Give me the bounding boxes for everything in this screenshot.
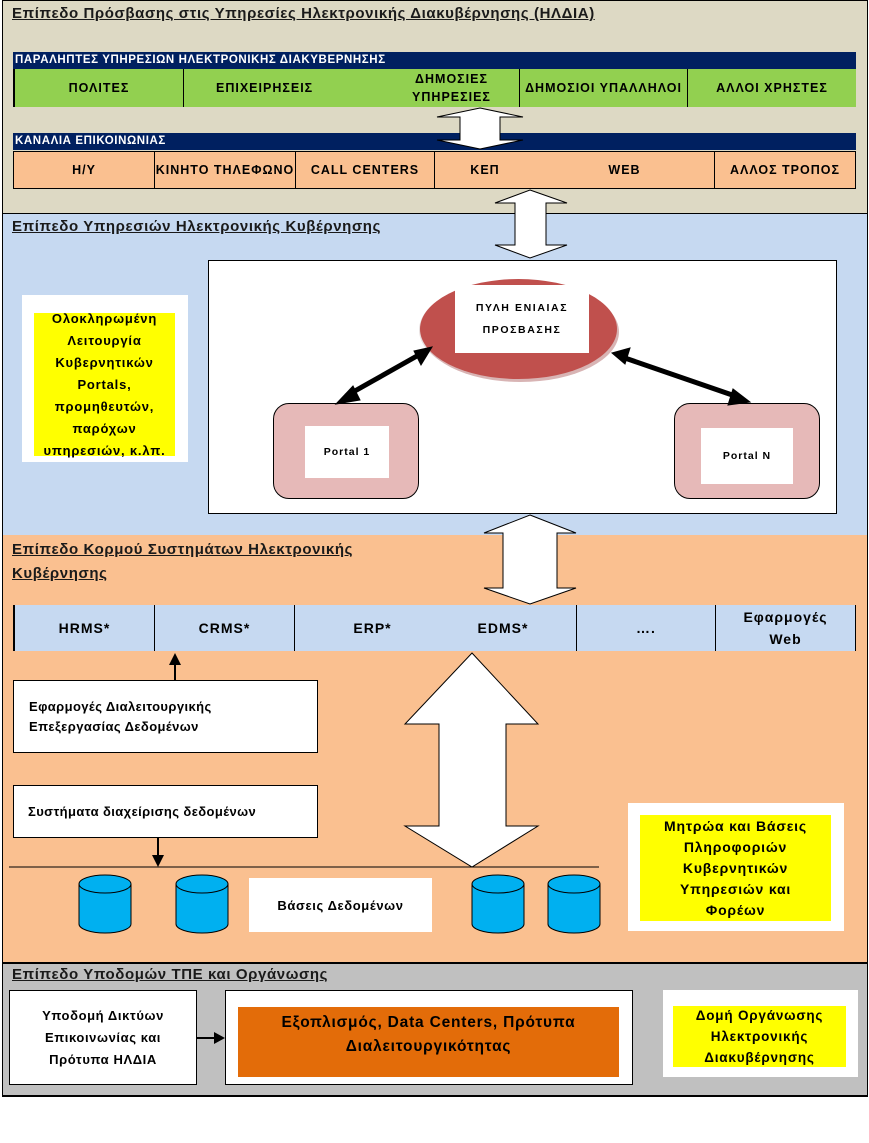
portal-1-box: Portal 1 (273, 403, 419, 499)
channel-call-centers: CALL CENTERS (296, 152, 435, 188)
registries-frame: Μητρώα και Βάσεις Πληροφοριών Κυβερνητικ… (628, 803, 844, 931)
system-crms: CRMS* (155, 605, 295, 651)
system-web-apps: Εφαρμογές Web (743, 609, 828, 647)
recipient-businesses: ΕΠΙΧΕΙΡΗΣΕΙΣ (216, 81, 314, 95)
network-box: Υποδομή Δικτύων Επικοινωνίας και Πρότυπα… (9, 990, 197, 1085)
interop-apps-box: Εφαρμογές Διαλειτουργικής Επεξεργασίας Δ… (13, 680, 318, 753)
access-layer-title: Επίπεδο Πρόσβασης στις Υπηρεσίες Ηλεκτρο… (12, 5, 595, 22)
recipient-other-users: ΑΛΛΟΙ ΧΡΗΣΤΕΣ (716, 81, 828, 95)
network-label: Υποδομή Δικτύων Επικοινωνίας και Πρότυπα… (42, 1007, 164, 1067)
portal-1-label: Portal 1 (323, 446, 371, 458)
channel-kep: ΚΕΠ (470, 163, 500, 177)
services-note: Ολοκληρωμένη Λειτουργία Κυβερνητικών Por… (34, 311, 175, 458)
system-erp: ERP* (353, 620, 392, 636)
organization-frame: Δομή Οργάνωσης Ηλεκτρονικής Διακυβέρνηση… (663, 990, 858, 1077)
channels-header: ΚΑΝΑΛΙΑ ΕΠΙΚΟΙΝΩΝΙΑΣ (13, 133, 856, 150)
organization-note: Δομή Οργάνωσης Ηλεκτρονικής Διακυβέρνηση… (673, 1006, 846, 1067)
data-mgmt-label: Συστήματα διαχείρισης δεδομένων (28, 804, 257, 819)
system-hrms: HRMS* (15, 605, 155, 651)
recipients-row: ΠΟΛΙΤΕΣ ΕΠΙΧΕΙΡΗΣΕΙΣ ΔΗΜΟΣΙΕΣ ΥΠΗΡΕΣΙΕΣ … (13, 69, 856, 107)
gateway-label-box: ΠΥΛΗ ΕΝΙΑΙΑΣ ΠΡΟΣΒΑΣΗΣ (455, 285, 589, 353)
portal-n-label: Portal N (722, 450, 772, 462)
databases-label: Βάσεις Δεδομένων (277, 897, 404, 913)
recipients-header: ΠΑΡΑΛΗΠΤΕΣ ΥΠΗΡΕΣΙΩΝ ΗΛΕΚΤΡΟΝΙΚΗΣ ΔΙΑΚΥΒ… (13, 52, 856, 69)
databases-label-box: Βάσεις Δεδομένων (249, 878, 432, 932)
channel-other: ΑΛΛΟΣ ΤΡΟΠΟΣ (729, 163, 840, 177)
portal-n-label-box: Portal N (701, 428, 793, 484)
channel-web: WEB (535, 152, 715, 188)
data-mgmt-box: Συστήματα διαχείρισης δεδομένων (13, 785, 318, 838)
recipient-public-employees: ΔΗΜΟΣΙΟΙ ΥΠΑΛΛΗΛΟΙ (520, 69, 688, 107)
interop-apps-label: Εφαρμογές Διαλειτουργικής Επεξεργασίας Δ… (29, 698, 212, 734)
channel-pc: Η/Υ (14, 152, 155, 188)
services-note-frame: Ολοκληρωμένη Λειτουργία Κυβερνητικών Por… (22, 295, 188, 462)
registries-note: Μητρώα και Βάσεις Πληροφοριών Κυβερνητικ… (640, 815, 831, 921)
infra-layer-title: Επίπεδο Υποδομών ΤΠΕ και Οργάνωσης (12, 966, 329, 983)
recipient-public-services: ΔΗΜΟΣΙΕΣ ΥΠΗΡΕΣΙΕΣ (334, 69, 520, 107)
core-layer-title: Επίπεδο Κορμού Συστημάτων Ηλεκτρονικής Κ… (12, 541, 353, 582)
equipment-frame: Εξοπλισμός, Data Centers, Πρότυπα Διαλει… (225, 990, 633, 1085)
channel-mobile: ΚΙΝΗΤΟ ΤΗΛΕΦΩΝΟ (155, 152, 296, 188)
recipient-citizens: ΠΟΛΙΤΕΣ (15, 69, 184, 107)
system-more: …. (577, 605, 716, 651)
equipment-label: Εξοπλισμός, Data Centers, Πρότυπα Διαλει… (281, 1014, 576, 1055)
gateway-label: ΠΥΛΗ ΕΝΙΑΙΑΣ ΠΡΟΣΒΑΣΗΣ (475, 302, 569, 336)
services-layer-title: Επίπεδο Υπηρεσιών Ηλεκτρονικής Κυβέρνηση… (12, 218, 381, 235)
portal-n-box: Portal N (674, 403, 820, 499)
systems-row: HRMS* CRMS* ERP* EDMS* …. Εφαρμογές Web (13, 605, 856, 651)
portal-1-label-box: Portal 1 (305, 426, 389, 478)
channels-row: Η/Υ ΚΙΝΗΤΟ ΤΗΛΕΦΩΝΟ CALL CENTERS ΚΕΠ WEB… (13, 151, 856, 189)
system-edms: EDMS* (430, 605, 577, 651)
equipment-box: Εξοπλισμός, Data Centers, Πρότυπα Διαλει… (238, 1007, 619, 1077)
